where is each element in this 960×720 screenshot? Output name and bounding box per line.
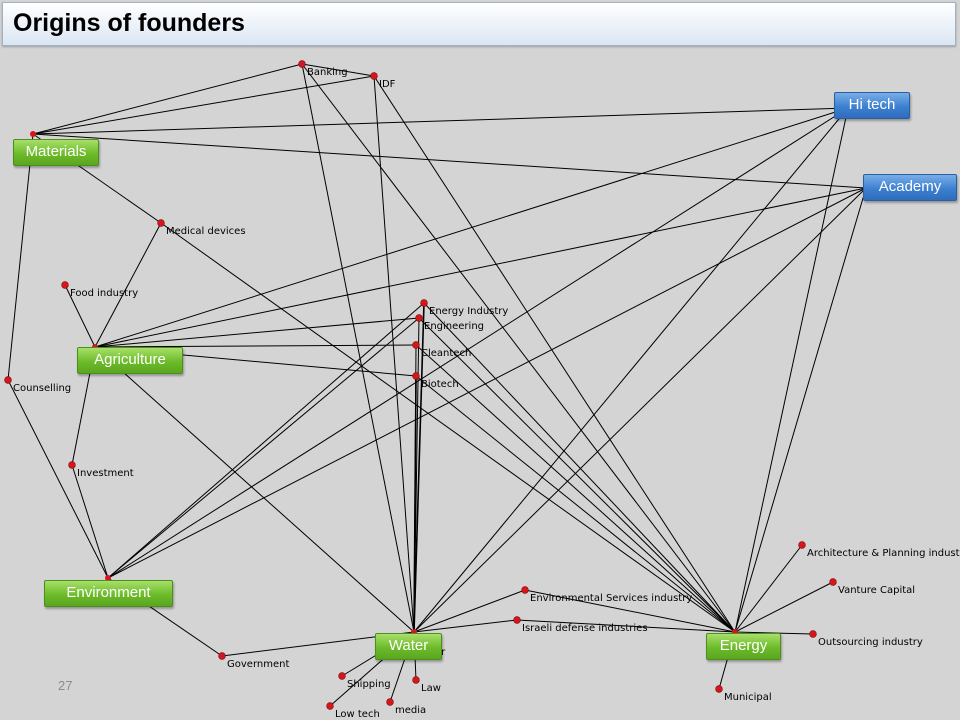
edge-agriculture-engineering — [94, 317, 420, 348]
node-label-counselling: Counselling — [13, 383, 71, 394]
edge-materials-counselling — [7, 133, 34, 381]
edge-biotech-water — [413, 375, 417, 633]
node-label-defense: Israeli defense industries — [522, 623, 648, 634]
node-label-venture: Vanture Capital — [838, 585, 915, 596]
edge-energyind-water — [413, 302, 425, 633]
edge-banking-idf — [301, 63, 375, 77]
edge-agriculture-water — [94, 346, 415, 633]
edge-hitech-agriculture — [94, 107, 849, 348]
edge-counselling-environment — [7, 379, 109, 579]
node-label-food: Food industry — [70, 288, 138, 299]
node-label-law: Law — [421, 683, 441, 694]
node-point-cleantech — [412, 341, 420, 349]
node-label-idf: IDF — [379, 79, 396, 90]
edge-energy-architecture — [734, 544, 803, 633]
edge-idf-materials — [32, 75, 375, 135]
edge-academy-agriculture — [94, 187, 867, 348]
edge-banking-materials — [32, 63, 303, 135]
edge-food-agriculture — [64, 284, 96, 348]
edge-investment-environment — [71, 464, 109, 579]
edge-medical-energy — [160, 222, 736, 633]
edge-hitech-materials — [32, 107, 849, 135]
edge-academy-water — [413, 187, 867, 633]
edge-banking-energy — [301, 63, 736, 633]
edge-idf-water — [373, 75, 415, 633]
node-point-law — [412, 676, 420, 684]
node-label-envserv: Environmental Services industry — [530, 593, 692, 604]
node-point-engineering — [415, 314, 423, 322]
node-label-architecture: Architecture & Planning industry — [807, 548, 960, 559]
box-academy: Academy — [863, 174, 957, 201]
node-point-defense — [513, 616, 521, 624]
edge-engineering-energy — [418, 317, 736, 633]
edge-hitech-water — [413, 107, 849, 633]
node-point-shipping — [338, 672, 346, 680]
box-anchor-materials — [30, 131, 36, 137]
node-point-banking — [298, 60, 306, 68]
node-point-energyind — [420, 299, 428, 307]
edge-academy-environment — [107, 187, 867, 579]
node-label-biotech: Biotech — [421, 379, 459, 390]
node-point-food — [61, 281, 69, 289]
edge-banking-water — [301, 63, 415, 633]
node-point-municipal — [715, 685, 723, 693]
node-point-counselling — [4, 376, 12, 384]
edge-idf-energy — [373, 75, 736, 633]
node-point-government — [218, 652, 226, 660]
node-label-energyind: Energy Industry — [429, 306, 508, 317]
node-label-municipal: Municipal — [724, 692, 772, 703]
node-point-investment — [68, 461, 76, 469]
edge-hitech-environment — [107, 107, 849, 579]
node-label-investment: Investment — [77, 468, 134, 479]
edge-academy-energy — [734, 187, 867, 633]
node-point-architecture — [798, 541, 806, 549]
edge-biotech-energy — [415, 375, 736, 633]
box-anchor-environment — [105, 575, 111, 581]
edge-agriculture-cleantech — [94, 344, 417, 348]
node-label-engineering: Engineering — [424, 321, 484, 332]
node-point-media — [386, 698, 394, 706]
node-label-cleantech: Cleantech — [421, 348, 471, 359]
box-agriculture: Agriculture — [77, 347, 183, 374]
box-environment: Environment — [44, 580, 173, 607]
node-label-medical: Medical devices — [166, 226, 246, 237]
node-label-media: media — [395, 705, 426, 716]
node-label-government: Government — [227, 659, 289, 670]
node-point-venture — [829, 578, 837, 586]
node-point-biotech — [412, 372, 420, 380]
edge-materials-academy — [32, 133, 867, 189]
box-hitech: Hi tech — [834, 92, 910, 119]
edge-envserv-energy — [524, 589, 736, 633]
edge-hitech-energy — [734, 107, 849, 633]
edge-defense-water — [413, 619, 518, 633]
box-materials: Materials — [13, 139, 99, 166]
box-water: Water — [375, 633, 442, 660]
page-number: 27 — [58, 678, 73, 693]
node-label-lowtech: Low tech — [335, 709, 380, 720]
node-point-envserv — [521, 586, 529, 594]
node-point-outsourcing — [809, 630, 817, 638]
title-bar: Origins of founders — [2, 2, 956, 46]
node-point-idf — [370, 72, 378, 80]
node-point-medical — [157, 219, 165, 227]
node-label-outsourcing: Outsourcing industry — [818, 637, 923, 648]
edge-energy-venture — [734, 581, 834, 633]
node-label-banking: Banking — [307, 67, 348, 78]
edge-energyind-environment — [107, 302, 425, 579]
slide-title: Origins of founders — [13, 9, 245, 37]
node-point-lowtech — [326, 702, 334, 710]
edges — [7, 63, 867, 707]
edge-defense-energy — [516, 619, 736, 633]
node-label-shipping: Shipping — [347, 679, 391, 690]
edge-cleantech-energy — [415, 344, 736, 633]
box-energy: Energy — [706, 633, 781, 660]
edge-engineering-environment — [107, 317, 420, 579]
edge-medical-agriculture — [94, 222, 162, 348]
edge-envserv-water — [413, 589, 526, 633]
edge-energyind-energy — [423, 302, 736, 633]
